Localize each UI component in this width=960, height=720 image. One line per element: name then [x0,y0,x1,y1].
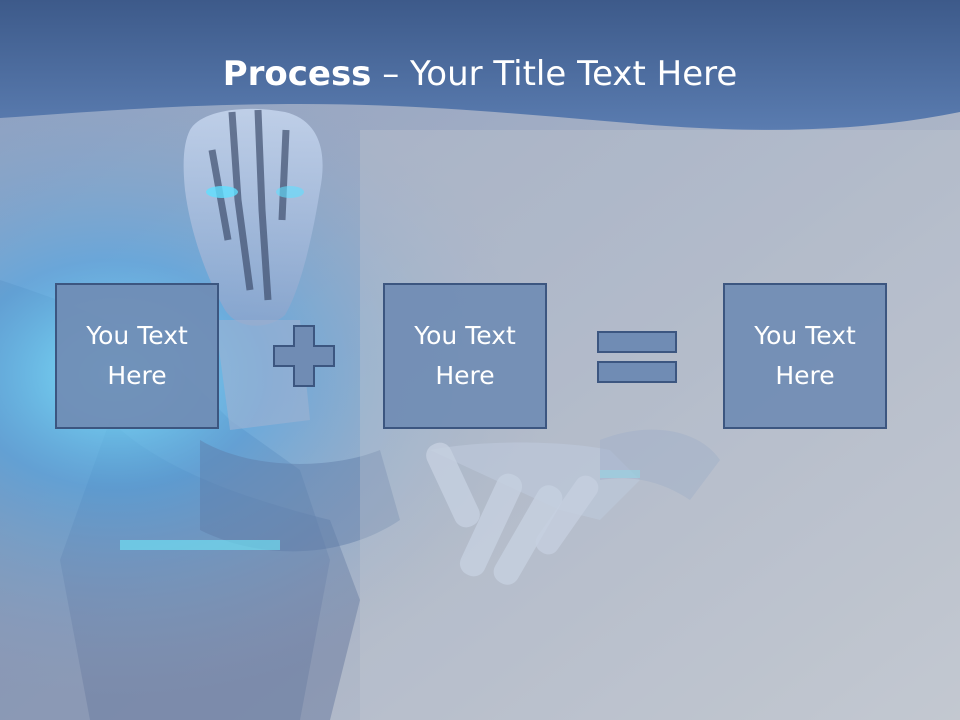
title-rest: – Your Title Text Here [371,54,738,94]
process-box-3-text: You Text Here [754,321,856,390]
plus-icon [273,325,335,387]
process-box-2: You Text Here [383,283,547,429]
process-box-1-text: You Text Here [86,321,188,390]
equals-icon [597,331,677,383]
header-band [0,0,960,130]
process-box-2-text: You Text Here [414,321,516,390]
process-box-3: You Text Here [723,283,887,429]
process-box-1: You Text Here [55,283,219,429]
title-bold: Process [222,54,372,94]
slide-title: Process – Your Title Text Here [0,52,960,96]
